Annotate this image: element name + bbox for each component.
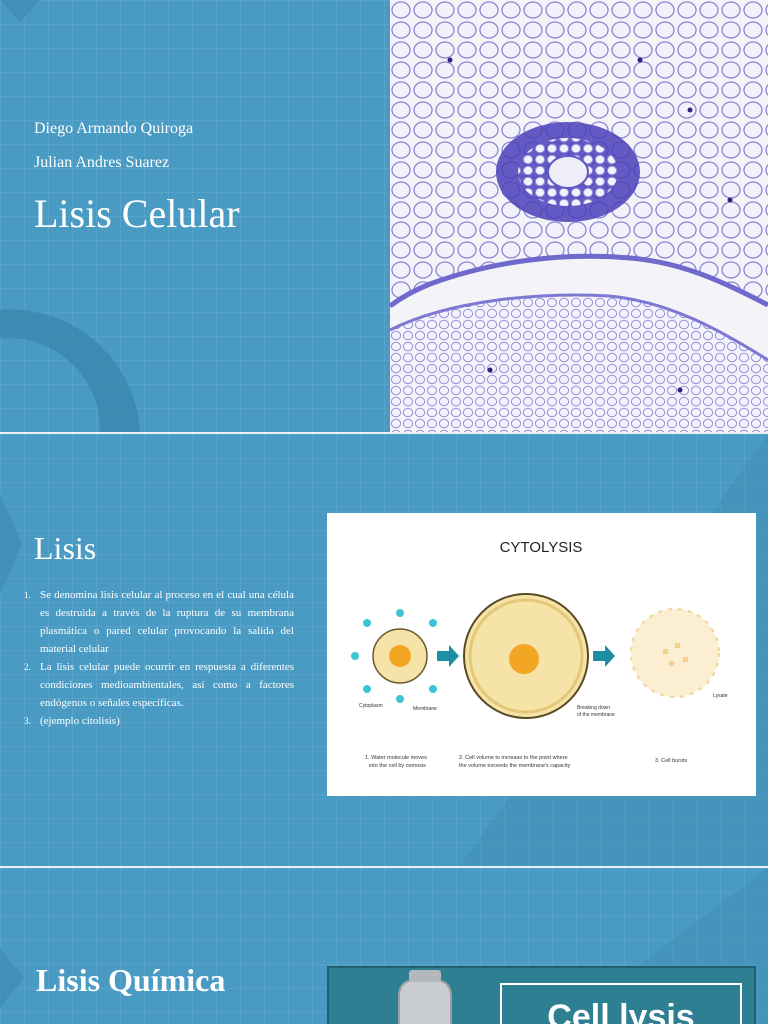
cytolysis-illustration: CYTOLYSIS Cytoplasm Membrane [351, 539, 728, 769]
lisis-quimica-slide[interactable]: Lisis Química Cell lysis [0, 868, 768, 1024]
list-item: 3.(ejemplo citolisis) [24, 715, 120, 727]
slide-title: Lisis Química [36, 962, 226, 998]
arrow-icon [437, 645, 459, 667]
list-item: 2.La lisis celular puede ocurrir en resp… [24, 661, 294, 709]
arrow-icon [593, 645, 615, 667]
diagram-title: CYTOLYSIS [500, 539, 583, 556]
author-1: Diego Armando Quiroga [34, 120, 194, 137]
cell-burst [630, 608, 720, 698]
cytolysis-diagram: CYTOLYSIS Cytoplasm Membrane [327, 513, 756, 796]
label-membrane: Membrane [413, 706, 437, 712]
cell-lysis-image: Cell lysis [327, 966, 756, 1024]
title-slide[interactable]: Diego Armando Quiroga Julian Andres Suar… [0, 0, 768, 432]
micrograph-illustration [388, 0, 768, 432]
step-1-b: into the cell by osmosis [369, 763, 426, 769]
step-2-b: the volume exceeds the membrane's capaci… [459, 763, 571, 769]
label-cytoplasm: Cytoplasm [359, 703, 383, 709]
cell-lysis-illustration: Cell lysis [329, 968, 754, 1024]
label-breaking-2: of the membrane [577, 712, 615, 718]
label-lysate: Lysate [713, 693, 728, 699]
step-3: 3. Cell bursts [655, 758, 687, 764]
nucleus-icon [389, 645, 411, 667]
nucleus-icon [509, 644, 539, 674]
slide-title: Lisis [34, 530, 97, 566]
cell-lysis-text: Cell lysis [547, 998, 694, 1024]
author-2: Julian Andres Suarez [34, 154, 170, 171]
step-2: 2. Cell volume to increase to the point … [459, 755, 568, 761]
step-1: 1. Water molecule moves [365, 755, 427, 761]
lisis-slide[interactable]: Lisis 1.Se denomina lisis celular al pro… [0, 434, 768, 866]
decorative-shapes [0, 0, 140, 432]
label-breaking: Breaking down [577, 705, 610, 711]
list-item: 1.Se denomina lisis celular al proceso e… [24, 589, 294, 655]
slide-title: Lisis Celular [34, 191, 240, 236]
micrograph-image [388, 0, 768, 432]
definition-list: 1.Se denomina lisis celular al proceso e… [24, 586, 294, 730]
bottle-icon [398, 979, 452, 1024]
